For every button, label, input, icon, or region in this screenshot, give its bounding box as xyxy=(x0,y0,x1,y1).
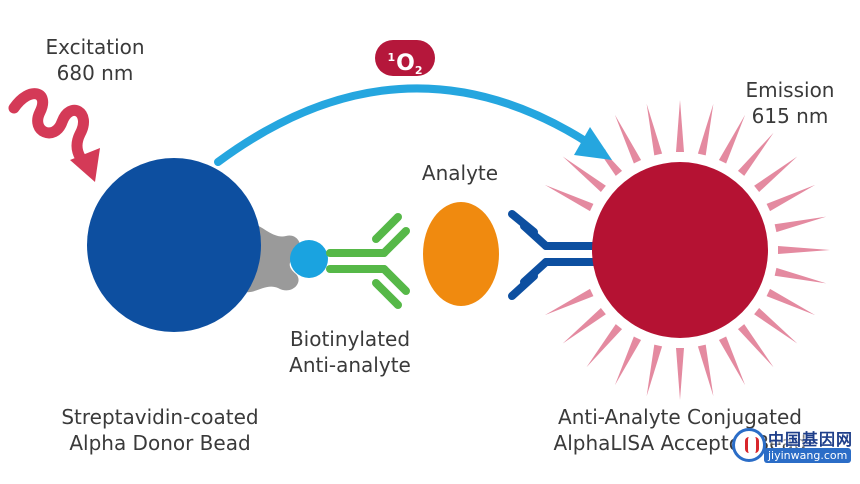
emission-ray-icon xyxy=(544,288,594,316)
acceptor-label-line1: Anti-Analyte Conjugated xyxy=(558,405,802,429)
site-watermark: 中国基因网 jiyinwang.com xyxy=(732,428,858,468)
emission-label: Emission 615 nm xyxy=(720,77,860,129)
excitation-label-line1: Excitation xyxy=(45,35,145,59)
analyte-label-text: Analyte xyxy=(421,161,499,185)
analyte-icon xyxy=(423,202,499,306)
acceptor-bead-icon xyxy=(592,162,768,338)
donor-bead-label: Streptavidin-coated Alpha Donor Bead xyxy=(30,404,290,456)
watermark-site-name: 中国基因网 xyxy=(768,430,854,449)
dna-logo-icon xyxy=(732,428,766,462)
emission-ray-icon xyxy=(774,216,827,233)
singlet-oxygen-badge: 1O2 xyxy=(375,40,435,77)
emission-ray-icon xyxy=(737,132,774,176)
emission-ray-icon xyxy=(718,114,746,164)
emission-ray-icon xyxy=(774,267,827,284)
biotinylated-antibody-label: Biotinylated Anti-analyte xyxy=(255,326,445,378)
emission-ray-icon xyxy=(697,103,714,156)
emission-ray-icon xyxy=(754,156,798,193)
emission-starburst-icon xyxy=(544,100,830,400)
emission-ray-icon xyxy=(614,336,642,386)
excitation-label-line2: 680 nm xyxy=(56,61,134,85)
emission-ray-icon xyxy=(646,344,663,397)
emission-label-line1: Emission xyxy=(745,78,835,102)
emission-ray-icon xyxy=(676,100,684,152)
emission-ray-icon xyxy=(778,246,830,254)
emission-ray-icon xyxy=(737,324,774,368)
emission-ray-icon xyxy=(718,336,746,386)
biotinylated-label-line1: Biotinylated xyxy=(289,327,411,351)
analyte-label: Analyte xyxy=(400,160,520,186)
emission-ray-icon xyxy=(676,348,684,400)
curved-arrow-icon xyxy=(214,84,606,166)
emission-ray-icon xyxy=(754,307,798,344)
emission-ray-icon xyxy=(614,114,642,164)
singlet-oxygen-superscript: 1 xyxy=(387,51,396,64)
excitation-label: Excitation 680 nm xyxy=(20,34,170,86)
donor-bead-icon xyxy=(87,158,261,332)
biotinylated-antibody-icon xyxy=(326,213,410,309)
biotin-icon xyxy=(290,240,328,278)
emission-ray-icon xyxy=(562,307,606,344)
singlet-oxygen-symbol: O xyxy=(396,51,415,76)
acceptor-antibody-icon xyxy=(508,210,600,300)
donor-label-line1: Streptavidin-coated xyxy=(61,405,259,429)
emission-label-line2: 615 nm xyxy=(751,104,829,128)
wavy-arrow-head-icon xyxy=(70,148,100,182)
emission-ray-icon xyxy=(697,344,714,397)
donor-label-line2: Alpha Donor Bead xyxy=(69,431,251,455)
curved-arrow-head-icon xyxy=(574,127,612,160)
singlet-oxygen-subscript: 2 xyxy=(414,64,423,77)
emission-ray-icon xyxy=(586,324,623,368)
emission-ray-icon xyxy=(562,156,606,193)
emission-ray-icon xyxy=(646,103,663,156)
emission-ray-icon xyxy=(766,184,816,212)
emission-ray-icon xyxy=(544,184,594,212)
emission-ray-icon xyxy=(766,288,816,316)
wavy-arrow-icon xyxy=(8,88,92,172)
watermark-url: jiyinwang.com xyxy=(764,448,852,463)
biotinylated-label-line2: Anti-analyte xyxy=(289,353,411,377)
